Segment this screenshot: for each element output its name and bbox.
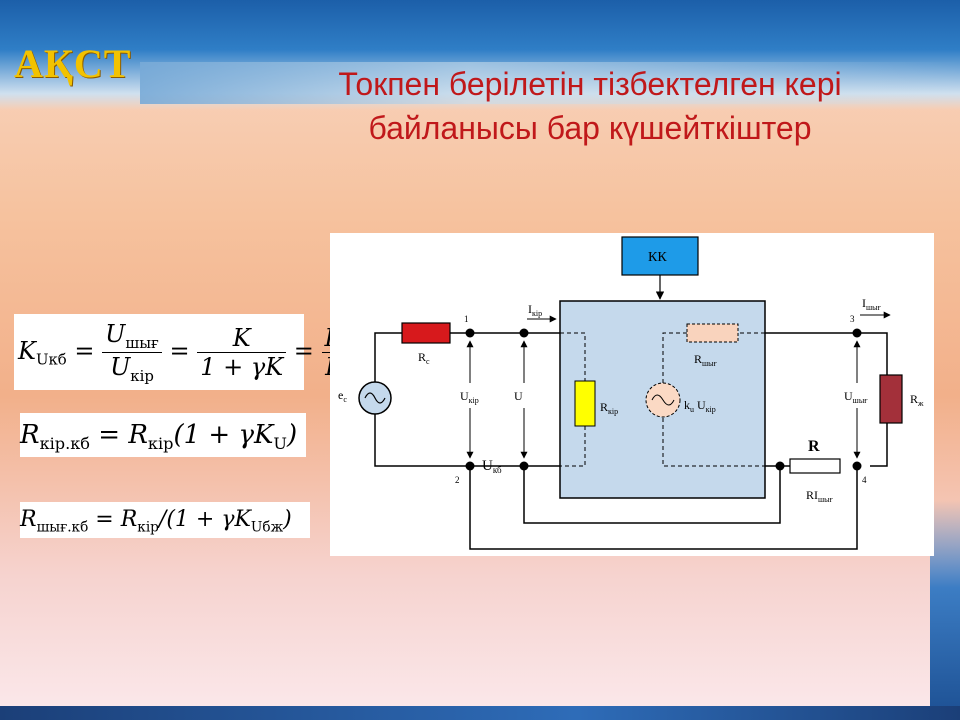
circuit-wires xyxy=(374,332,888,550)
f1-den1-sub: кір xyxy=(130,366,154,385)
node-3-label: 3 xyxy=(850,314,855,324)
rload-resistor xyxy=(879,374,903,424)
iin-label: Iкір xyxy=(528,302,542,318)
rc-resistor xyxy=(401,322,451,344)
f2-lhs: R xyxy=(20,420,40,450)
node-1-label: 1 xyxy=(464,314,469,324)
f1-num1-sub: шығ xyxy=(125,333,159,352)
f3-lhs-sub: шығ.кб xyxy=(36,519,89,536)
f3-tail-sub: Uбж xyxy=(250,519,284,536)
circuit-diagram: КК xyxy=(330,233,934,556)
f1-den1: U xyxy=(110,352,131,381)
rload-label: Rж xyxy=(910,392,924,408)
ec-label: ec xyxy=(338,388,347,404)
r-label: R xyxy=(808,438,820,455)
kk-block xyxy=(621,236,699,276)
uout-label: Uшығ xyxy=(844,389,868,405)
f1-den2: 1 + γK xyxy=(200,352,284,381)
voltage-arrows xyxy=(466,311,891,459)
f2-rhs-sub: кір xyxy=(147,434,174,454)
circuit-nodes xyxy=(465,328,862,471)
kk-label: КК xyxy=(648,250,667,265)
f2-rhs-r: R xyxy=(128,420,148,450)
f1-num2: K xyxy=(197,324,287,353)
ufb-label: Uкб xyxy=(482,458,502,475)
f3-rhs-tail: /(1 + γK xyxy=(158,507,251,532)
rout-label: Rшығ xyxy=(694,352,718,368)
formula-gain: KUкб = Uшығ Uкір = K 1 + γK = K F xyxy=(14,314,346,390)
f3-rhs-sub: кір xyxy=(137,519,159,536)
f1-frac2: K 1 + γK xyxy=(197,324,287,381)
rc-label: Rc xyxy=(418,350,430,366)
formula-output-resistance: Rшығ.кб = Rкір/(1 + γKUбж) xyxy=(20,502,310,538)
f1-lhs: K xyxy=(18,336,36,365)
f3-rhs-r: R xyxy=(120,507,138,532)
rout-resistor xyxy=(686,323,739,343)
iout-label: Iшығ xyxy=(862,296,882,312)
f1-lhs-sub: Uкб xyxy=(35,350,67,369)
decor-right-bar xyxy=(930,500,960,720)
f3-close: ) xyxy=(283,507,292,532)
internal-wiring xyxy=(560,332,765,467)
f2-tail-sub: U xyxy=(273,434,287,454)
node-2-label: 2 xyxy=(455,475,460,485)
f3-lhs: R xyxy=(20,507,37,532)
rin-label: Rкір xyxy=(600,400,618,416)
node-4-label: 4 xyxy=(862,475,867,485)
logo-text: АҚСТ xyxy=(14,41,132,86)
f1-frac1: Uшығ Uкір xyxy=(102,320,162,385)
slide-title: Токпен берілетін тізбектелген кері байла… xyxy=(240,62,940,150)
title-line-1: Токпен берілетін тізбектелген кері xyxy=(338,66,842,102)
uin-label: Uкір xyxy=(460,389,479,405)
dep-source-label: ku Uкір xyxy=(684,398,716,414)
formula-input-resistance: Rкір.кб = Rкір(1 + γKU) xyxy=(20,413,306,457)
f2-lhs-sub: кір.кб xyxy=(39,434,90,454)
f2-close: ) xyxy=(287,420,298,450)
decor-bottom-bar xyxy=(0,706,960,720)
r-feedback-resistor xyxy=(789,458,841,474)
f2-rhs-tail: (1 + γK xyxy=(173,420,274,450)
f1-num1: U xyxy=(105,320,126,348)
dependent-sine-icon xyxy=(651,394,675,406)
ec-sine-icon xyxy=(364,392,386,404)
header-stripe xyxy=(140,62,960,104)
ri-label: RIшығ xyxy=(806,488,834,504)
title-line-2: байланысы бар күшейткіштер xyxy=(368,110,812,146)
u-label: U xyxy=(514,389,523,403)
rin-resistor xyxy=(574,380,596,427)
